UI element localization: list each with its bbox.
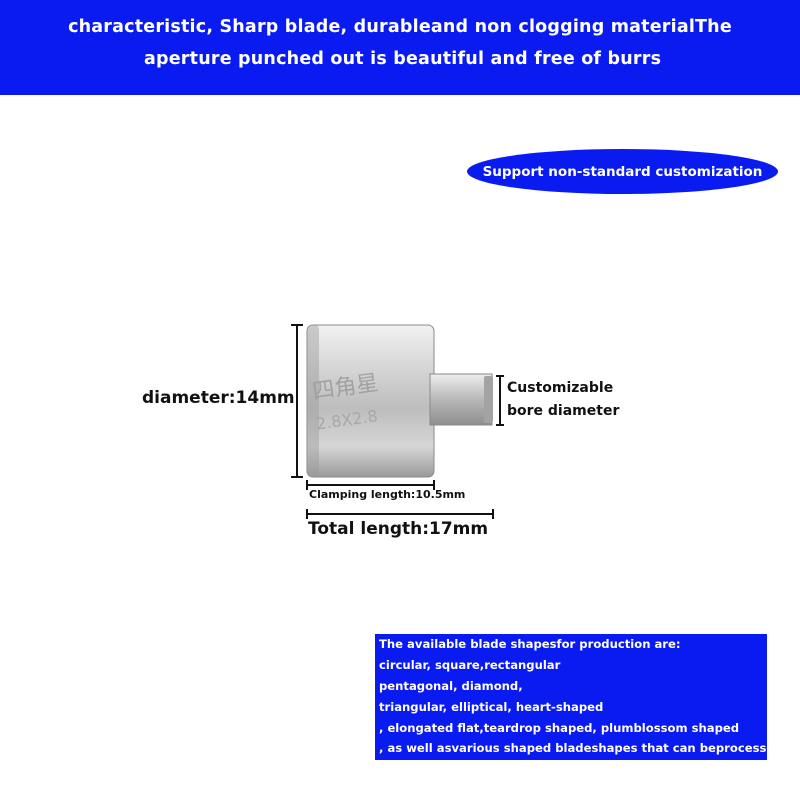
blade-shapes-line: pentagonal, diamond, [379,679,523,693]
top-banner: characteristic, Sharp blade, durableand … [0,0,800,95]
blade-shapes-line: , elongated flat,teardrop shaped, plumbl… [379,721,740,735]
bore-label-line-1: Customizable [507,380,614,396]
clamping-length-label: Clamping length:10.5mm [309,488,466,501]
clamping-dimension-line [306,480,435,490]
blade-shapes-line: The available blade shapesfor production… [379,637,681,651]
die-body [306,324,435,478]
blade-shapes-line: , as well asvarious shaped bladeshapes t… [379,741,787,755]
bore-label-line-2: bore diameter [507,403,620,419]
banner-line-1: characteristic, Sharp blade, durableand … [68,17,732,37]
banner-line-2: aperture punched out is beautiful and fr… [144,49,662,69]
customization-badge: Support non-standard customization [467,149,778,194]
total-length-label: Total length:17mm [308,519,489,539]
blade-shapes-box: The available blade shapesfor production… [375,634,787,760]
diameter-label: diameter:14mm [142,388,295,408]
diameter-dimension-line [291,324,303,478]
die-shaft [429,373,493,426]
blade-shapes-line: triangular, elliptical, heart-shaped [379,700,604,714]
blade-shapes-line: circular, square,rectangular [379,658,561,672]
bore-dimension-line [496,375,504,426]
total-dimension-line [306,509,494,519]
